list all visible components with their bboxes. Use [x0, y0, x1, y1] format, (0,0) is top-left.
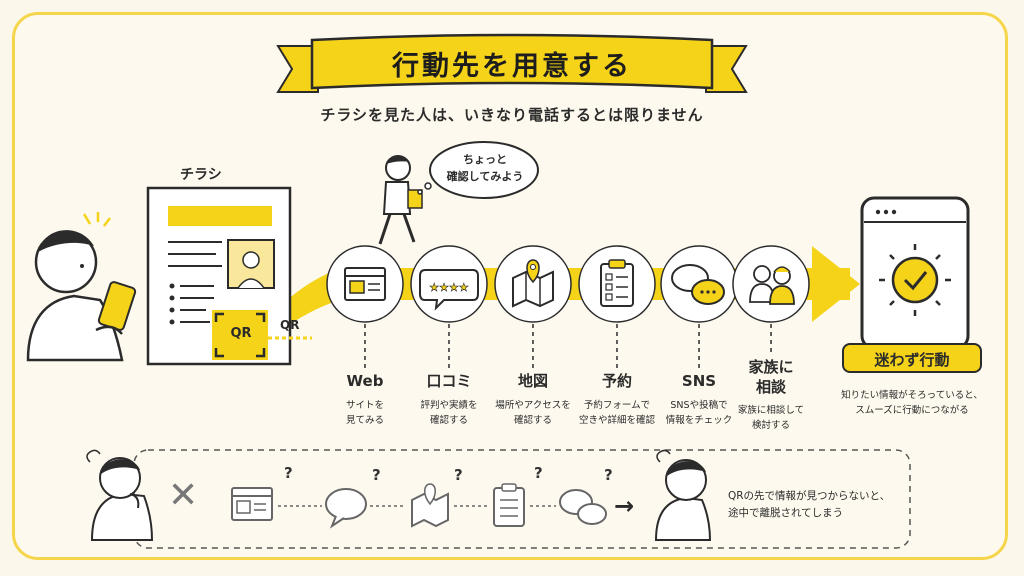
step-connector-lines [364, 324, 772, 368]
question-mark-5: ? [604, 466, 613, 484]
step-desc-web: サイトを見てみる [345, 400, 384, 426]
page-title: 行動先を用意する [392, 51, 632, 82]
walking-person [378, 155, 423, 245]
qr-path-label: QR [280, 318, 300, 332]
step-label-map: 地図 [517, 372, 548, 390]
question-mark-2: ? [372, 466, 381, 484]
cross-mark-icon: ✕ [168, 475, 199, 516]
flyer-qr-box [212, 310, 268, 360]
worried-person [654, 449, 712, 541]
step-desc-reservation: 予約フォームで空きや詳細を確認 [578, 400, 655, 426]
speech-line-1: ちょっと [463, 153, 507, 166]
family-icon [749, 265, 795, 305]
smartphone-check-icon [860, 196, 970, 350]
subtitle: チラシを見た人は、いきなり電話するとは限りません [320, 106, 704, 124]
swirl-icon [86, 449, 101, 463]
flyer-headline-bar [168, 206, 272, 226]
faded-chat-icon [559, 489, 607, 525]
chat-bubbles-icon [671, 264, 725, 305]
person-reading-flyer [26, 212, 137, 362]
speech-bubble-text: ちょっと 確認してみよう [430, 152, 540, 185]
faded-speech-icon [325, 488, 367, 529]
step-desc-map: 場所やアクセスを確認する [495, 400, 571, 426]
question-mark-4: ? [534, 464, 543, 482]
speech-line-2: 確認してみよう [446, 169, 524, 183]
result-label: 迷わず行動 [842, 343, 982, 373]
speech-bubble [429, 141, 539, 199]
result-desc: 知りたい情報がそろっていると、スムーズに行動につながる [841, 390, 983, 417]
map-pin-icon [512, 259, 554, 308]
flow-arrow-head [812, 246, 860, 322]
step-label-reservation: 予約 [601, 372, 632, 390]
step-label-sns: SNS [681, 372, 717, 390]
question-mark-1: ? [284, 464, 293, 482]
step-desc-reviews: 評判や実績を確認する [420, 400, 478, 426]
swirl-icon-2 [656, 449, 671, 463]
review-stars-icon: ★★★★ [419, 269, 479, 311]
arrow-right-icon: → [614, 492, 635, 520]
flyer-qr-label: QR [230, 326, 252, 341]
document-icon [407, 189, 423, 209]
phone-icon [97, 281, 137, 331]
title-ribbon [276, 33, 748, 93]
faded-browser-icon [231, 487, 273, 521]
confused-person [86, 449, 154, 541]
step-label-family: 家族に相談 [748, 358, 794, 396]
step-desc-sns: SNSや投稿で情報をチェック [665, 400, 733, 426]
step-label-web: Web [346, 372, 384, 390]
step-label-reviews: 口コミ [426, 372, 472, 390]
faded-map-icon [411, 483, 449, 528]
clipboard-checklist-icon [600, 259, 634, 307]
faded-clipboard-icon [493, 483, 525, 527]
failure-note: QRの先で情報が見つからないと、途中で離脱されてしまう [728, 490, 891, 519]
ribbon-body [310, 33, 714, 90]
question-mark-3: ? [454, 466, 463, 484]
browser-icon [344, 267, 386, 301]
step-circles [326, 245, 810, 323]
flyer [146, 186, 292, 366]
step-desc-family: 家族に相談して検討する [737, 405, 805, 431]
svg-text:★★★★: ★★★★ [429, 281, 469, 294]
flyer-title: チラシ [180, 167, 222, 183]
